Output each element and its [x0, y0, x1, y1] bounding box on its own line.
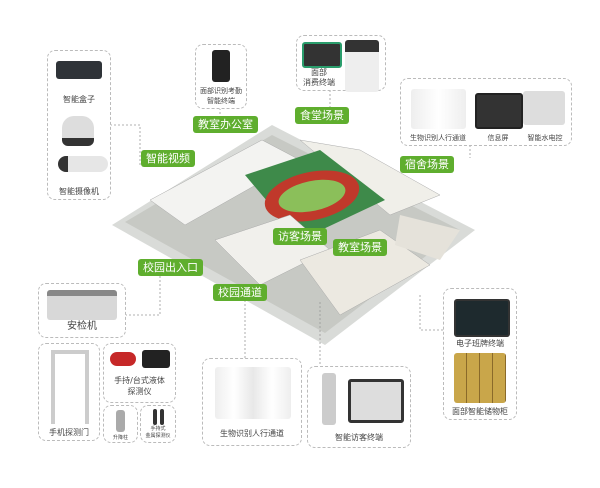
gate-image	[411, 89, 466, 129]
gate-bottom-image	[215, 367, 291, 419]
card-attendance: 面部识别考勤 智能终端	[195, 44, 247, 109]
bollard-image	[116, 410, 125, 432]
scene-tag-video[interactable]: 智能视频	[141, 150, 195, 167]
scene-tag-classroom[interactable]: 教室场景	[333, 239, 387, 256]
attendance-label-1: 面部识别考勤	[200, 87, 242, 95]
card-camera: 智能盒子 智能摄像机	[47, 50, 111, 200]
desktop-liquid-image	[142, 350, 170, 368]
card-dorm-devices: 生物识别人行通道 信息屏 智能水电控	[400, 78, 572, 146]
smart-box-image	[56, 61, 102, 79]
scene-tag-canteen[interactable]: 食堂场景	[295, 107, 349, 124]
scene-tag-entrance[interactable]: 校园出入口	[138, 259, 203, 276]
visitor-desktop-image	[348, 379, 404, 423]
card-metal-door: 手机探测门	[38, 343, 100, 441]
pos-machine-image	[345, 40, 379, 92]
metal-door-image	[51, 350, 89, 424]
info-screen-label: 信息屏	[487, 134, 509, 142]
metal-detector-image	[153, 409, 157, 425]
scene-tag-passage[interactable]: 校园通道	[213, 284, 267, 301]
pos-label-2: 消费终端	[303, 78, 335, 87]
bullet-camera-image	[58, 156, 108, 172]
card-xray: 安检机	[38, 283, 126, 338]
dome-camera-image	[62, 116, 94, 146]
card-handheld-metal: 手持式 金属探测仪	[140, 405, 176, 443]
card-bollard: 升降柱	[103, 405, 138, 443]
xray-machine-image	[47, 290, 117, 320]
camera-label: 智能摄像机	[59, 187, 99, 196]
gate-top-label: 生物识别人行通道	[410, 134, 466, 142]
locker-label: 面部智能储物柜	[452, 407, 508, 416]
handheld-label-1: 手持式	[150, 426, 166, 432]
info-screen-image	[475, 93, 523, 129]
smart-box-label: 智能盒子	[63, 95, 95, 104]
attendance-label-2: 智能终端	[207, 97, 235, 105]
xray-label: 安检机	[67, 321, 97, 332]
scene-tag-office[interactable]: 教室办公室	[193, 116, 258, 133]
water-control-label: 智能水电控	[527, 134, 563, 142]
class-board-image	[454, 299, 510, 337]
water-control-image	[523, 91, 565, 125]
card-pos: 面部 消费终端	[296, 35, 386, 92]
scene-tag-visitor[interactable]: 访客场景	[273, 228, 327, 245]
locker-image	[454, 353, 506, 403]
pos-label-1: 面部	[311, 68, 327, 77]
scene-tag-dorm[interactable]: 宿舍场景	[400, 156, 454, 173]
handheld-label-2: 金属探测仪	[145, 433, 171, 439]
attendance-terminal-image	[212, 50, 230, 82]
metal-door-label: 手机探测门	[49, 428, 89, 437]
pos-terminal-image	[302, 42, 342, 68]
liquid-label-1: 手持/台式液体	[114, 376, 165, 385]
card-classroom-devices: 电子班牌终端 面部智能储物柜	[443, 288, 517, 420]
visitor-terminal-label: 智能访客终端	[335, 433, 383, 442]
liquid-label-2: 探测仪	[127, 387, 152, 396]
gate-bottom-label: 生物识别人行通道	[220, 429, 284, 438]
visitor-kiosk-image	[322, 373, 336, 425]
class-board-label: 电子班牌终端	[456, 339, 504, 348]
card-gate-bottom: 生物识别人行通道	[202, 358, 302, 446]
card-liquid: 手持/台式液体 探测仪	[103, 343, 176, 403]
handheld-liquid-image	[110, 352, 136, 366]
card-visitor-terminal: 智能访客终端	[307, 366, 411, 448]
bollard-label: 升降柱	[112, 435, 128, 441]
